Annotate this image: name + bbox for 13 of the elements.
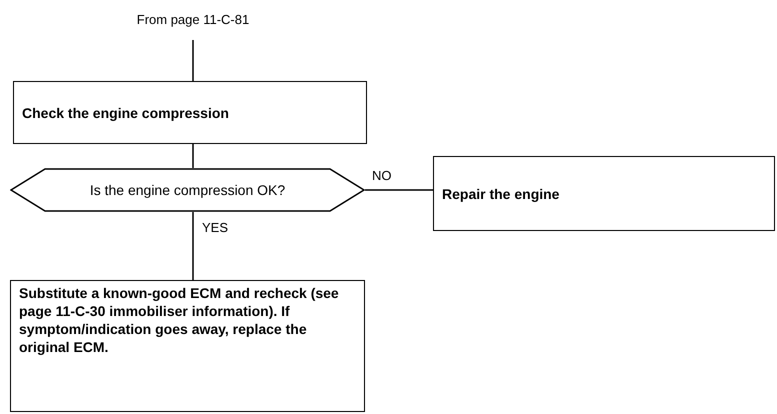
process-box (433, 156, 775, 231)
decision-hexagon (10, 168, 365, 212)
connector-line (365, 189, 433, 191)
step-text: Substitute a known-good ECM and recheck (see page 11-C-30 immobiliser information). If symptom/indication goes away, replace the original ECM. (19, 284, 340, 356)
connector-line (192, 144, 194, 168)
decision-question: Is the engine compression OK? (90, 180, 286, 200)
process-box (13, 81, 367, 144)
process-box (10, 280, 365, 412)
page-reference: From page 11-C-81 (136, 11, 250, 30)
step-text: Check the engine compression (22, 104, 230, 122)
connector-line (192, 212, 194, 280)
step-text: Repair the engine (442, 184, 560, 202)
connector-line (192, 40, 194, 81)
